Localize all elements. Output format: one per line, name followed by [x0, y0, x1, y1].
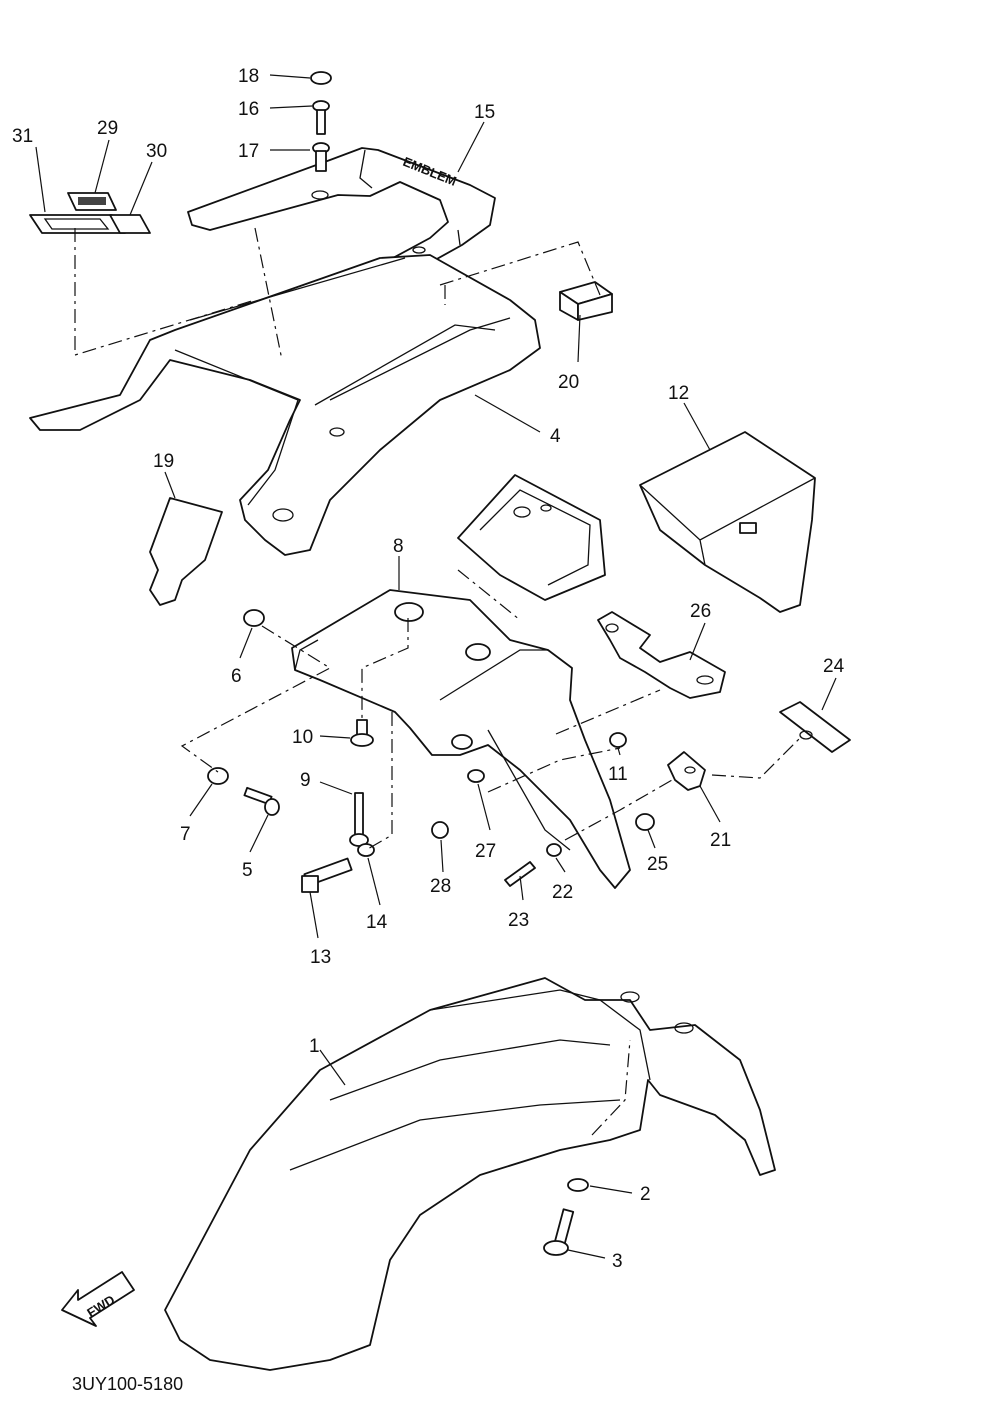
part-24 [779, 701, 851, 753]
callout-21: 21 [710, 830, 731, 851]
part-20 [559, 281, 613, 321]
grab-bar-fasteners [310, 71, 332, 172]
callout-7: 7 [180, 824, 191, 845]
rear-cowl [29, 254, 541, 556]
callout-25: 25 [647, 854, 668, 875]
callout-2: 2 [640, 1184, 651, 1205]
callout-10: 10 [292, 727, 313, 748]
callout-5: 5 [242, 860, 253, 881]
callout-17: 17 [238, 141, 259, 162]
rear-fender [164, 977, 776, 1371]
fender-stay [291, 589, 631, 889]
callout-19: 19 [153, 451, 174, 472]
callout-16: 16 [238, 99, 259, 120]
part-12 [639, 431, 816, 613]
callout-1: 1 [309, 1036, 320, 1057]
part-21 [667, 751, 706, 791]
callout-27: 27 [475, 841, 496, 862]
callout-11: 11 [608, 764, 628, 785]
callout-labels: 1 2 3 4 5 6 7 8 9 10 11 12 13 14 15 16 1… [12, 66, 845, 1272]
callout-22: 22 [552, 882, 573, 903]
forward-arrow: FWD [61, 1271, 135, 1327]
callout-29: 29 [97, 118, 118, 139]
callout-3: 3 [612, 1251, 623, 1272]
callout-24: 24 [823, 656, 845, 677]
callout-31: 31 [12, 126, 33, 147]
part-26 [597, 611, 726, 699]
callout-18: 18 [238, 66, 259, 87]
callout-23: 23 [508, 910, 529, 931]
callout-30: 30 [146, 141, 167, 162]
small-fasteners [207, 609, 655, 1256]
callout-8: 8 [393, 536, 404, 557]
leader-lines [35, 74, 837, 1259]
callout-28: 28 [430, 876, 451, 897]
callout-13: 13 [310, 947, 331, 968]
callout-4: 4 [550, 426, 561, 447]
diagram-code: 3UY100-5180 [72, 1374, 183, 1394]
upper-bracket [457, 474, 606, 601]
part-19 [149, 497, 223, 606]
callout-26: 26 [690, 601, 711, 622]
callout-6: 6 [231, 666, 242, 687]
callout-15: 15 [474, 102, 495, 123]
callout-9: 9 [300, 770, 311, 791]
decal-set [29, 192, 151, 234]
callout-20: 20 [558, 372, 579, 393]
assembly-lines [74, 227, 801, 1136]
callout-14: 14 [366, 912, 388, 933]
callout-12: 12 [668, 383, 689, 404]
